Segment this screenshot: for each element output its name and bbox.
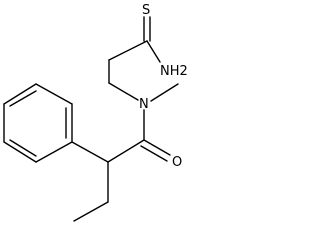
atom-label-nh2: NH2 [160, 64, 188, 79]
phenyl-ring [3, 83, 73, 163]
bond-c-o-1 [143, 139, 171, 156]
bond-ethyl-ch3 [73, 201, 109, 222]
bond-c-o-2 [140, 145, 168, 162]
bond-c-nh2 [146, 40, 161, 63]
bond-ch2-n [108, 82, 139, 101]
bond-carbonyl-ch [107, 139, 145, 163]
atom-label-s: S [142, 3, 150, 18]
atom-label-n: N [139, 97, 149, 112]
bond-c-ch2-a [108, 40, 148, 61]
molecule-structure: S NH2 N O [3, 3, 188, 222]
structure-canvas: S NH2 N O [3, 3, 188, 222]
atom-label-o: O [172, 155, 182, 170]
bond-ch-phenyl [71, 141, 109, 163]
bond-n-ch3 [150, 83, 179, 102]
